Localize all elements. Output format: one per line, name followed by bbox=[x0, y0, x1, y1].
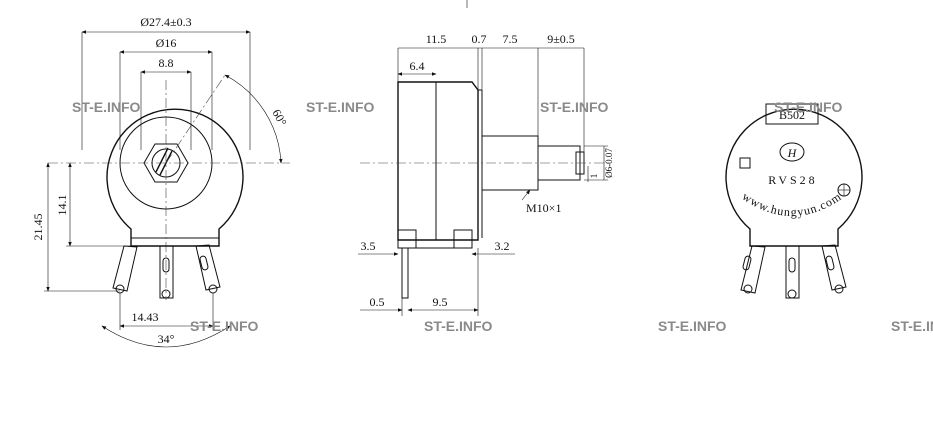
dim-left-offset: 3.5 bbox=[361, 239, 376, 253]
back-website: www.hungyun.com bbox=[740, 189, 844, 219]
watermark: ST-E.INFO bbox=[774, 99, 843, 115]
front-view: Ø27.4±0.3 Ø16 8.8 60° 14.1 21.45 14.43 3… bbox=[31, 15, 290, 348]
dim-bushing-length: 7.5 bbox=[503, 32, 518, 46]
dim-flat: 1 bbox=[589, 174, 599, 179]
watermark: ST-E.INFO bbox=[891, 318, 933, 334]
dim-terminal-thickness: 0.5 bbox=[370, 295, 385, 309]
side-view: 11.5 0.7 7.5 9±0.5 6.4 Ø6-0.07 1 M10×1 3… bbox=[358, 0, 614, 316]
dim-right-offset: 3.2 bbox=[495, 239, 510, 253]
back-label: B502 bbox=[779, 108, 805, 122]
watermark: ST-E.INFO bbox=[658, 318, 727, 334]
dim-inner-diameter: Ø16 bbox=[156, 36, 177, 50]
dim-thread: M10×1 bbox=[526, 201, 561, 215]
dim-shaft-width: 8.8 bbox=[159, 56, 174, 70]
back-body-outline bbox=[725, 108, 863, 247]
watermarks: ST-E.INFO ST-E.INFO ST-E.INFO ST-E.INFO … bbox=[72, 99, 933, 334]
front-terminals bbox=[112, 244, 221, 299]
dim-body-depth: 11.5 bbox=[426, 32, 447, 46]
dim-rotation-angle: 60° bbox=[269, 107, 289, 129]
back-view: B502 H RVS28 www.hungyun.com bbox=[725, 103, 863, 299]
dim-shaft-diameter: Ø6-0.07 bbox=[604, 148, 614, 178]
dim-height-center: 14.1 bbox=[55, 195, 69, 216]
watermark: ST-E.INFO bbox=[540, 99, 609, 115]
dim-front-part: 6.4 bbox=[410, 59, 425, 73]
dim-height-total: 21.45 bbox=[31, 214, 45, 241]
watermark: ST-E.INFO bbox=[424, 318, 493, 334]
dim-outer-diameter: Ø27.4±0.3 bbox=[140, 15, 191, 29]
watermark: ST-E.INFO bbox=[72, 99, 141, 115]
dim-pin-angle: 34° bbox=[158, 332, 175, 346]
back-logo: H bbox=[787, 146, 798, 160]
dim-shaft-length: 9±0.5 bbox=[547, 32, 575, 46]
dim-gap: 0.7 bbox=[472, 32, 487, 46]
front-body-outline bbox=[106, 108, 244, 247]
back-model: RVS28 bbox=[768, 173, 817, 187]
watermark: ST-E.INFO bbox=[190, 318, 259, 334]
back-terminals bbox=[740, 244, 847, 299]
watermark: ST-E.INFO bbox=[306, 99, 375, 115]
side-body bbox=[397, 81, 479, 241]
dim-terminal-position: 9.5 bbox=[433, 295, 448, 309]
dim-pin-spacing: 14.43 bbox=[132, 310, 159, 324]
